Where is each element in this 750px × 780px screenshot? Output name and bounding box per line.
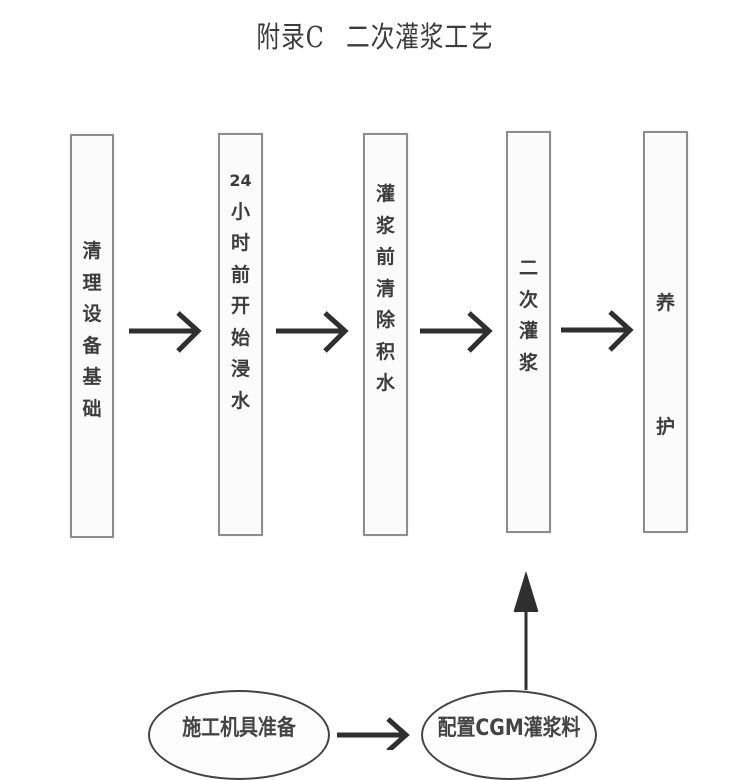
arrow-right-icon	[129, 311, 202, 353]
flow-arrows	[129, 310, 634, 750]
arrow-up-icon	[513, 570, 539, 690]
prep-label: 配置CGM灌浆料	[437, 716, 581, 741]
prep-label: 施工机具准备	[182, 716, 296, 741]
appendix-label: 附录C	[256, 20, 325, 54]
diagram-title: 附录C 二次灌浆工艺	[68, 14, 683, 56]
arrow-right-icon	[561, 310, 634, 352]
process-title: 二次灌浆工艺	[345, 20, 494, 54]
arrow-right-icon	[420, 311, 493, 353]
step-label: 二次灌浆	[518, 257, 538, 374]
step-label: 灌浆前清除积水	[375, 183, 395, 394]
step-box-clean-foundation: 清理设备基础	[70, 134, 114, 538]
arrow-right-icon	[337, 717, 410, 750]
step-box-remove-water: 灌浆前清除积水	[363, 133, 408, 536]
arrow-right-icon	[276, 311, 349, 353]
step-box-secondary-grouting: 二次灌浆	[506, 131, 551, 533]
step-label: 养护	[655, 292, 675, 438]
step-box-curing: 养护	[643, 131, 688, 533]
step-label: 清理设备基础	[82, 240, 102, 420]
